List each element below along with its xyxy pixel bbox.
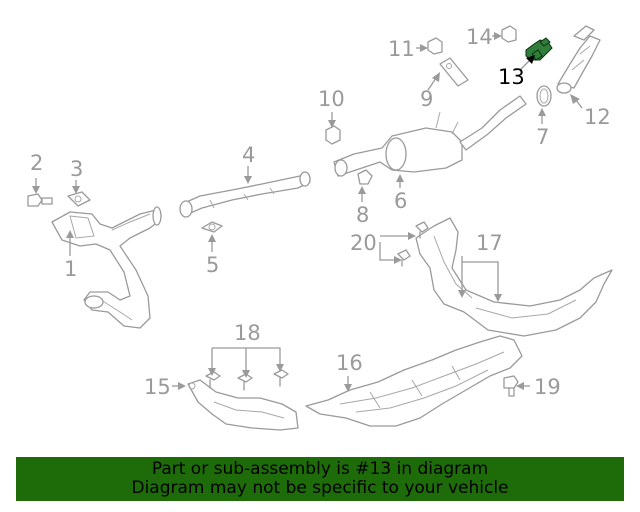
callout-13: 13 [498, 65, 525, 89]
callout-15: 15 [144, 375, 171, 399]
callout-2: 2 [30, 151, 43, 175]
callout-labels: 1 2 3 4 5 6 7 8 9 10 11 12 13 14 15 16 1… [30, 25, 611, 399]
part-17-heat-shield[interactable] [415, 217, 613, 337]
callout-9: 9 [420, 87, 433, 111]
callout-19: 19 [534, 375, 561, 399]
part-20-fasteners[interactable] [397, 221, 429, 267]
callout-8: 8 [356, 203, 369, 227]
banner-line-1: Part or sub-assembly is #13 in diagram [151, 459, 489, 479]
callout-18: 18 [234, 321, 261, 345]
callout-5: 5 [206, 253, 219, 277]
callout-20: 20 [350, 231, 377, 255]
callout-16: 16 [336, 351, 363, 375]
callout-10: 10 [318, 87, 345, 111]
leader-lines [32, 32, 583, 392]
callout-12: 12 [584, 105, 611, 129]
callout-1: 1 [64, 257, 77, 281]
callout-17: 17 [476, 231, 503, 255]
callout-4: 4 [242, 143, 255, 167]
part-12-pipe[interactable] [556, 25, 601, 94]
part-3-gasket[interactable] [67, 191, 91, 207]
callout-7: 7 [536, 125, 549, 149]
part-15-heat-shield[interactable] [187, 379, 299, 431]
part-19-bolt[interactable] [503, 375, 519, 397]
callout-3: 3 [70, 157, 83, 181]
banner-line-2: Diagram may not be specific to your vehi… [131, 478, 509, 498]
callout-6: 6 [394, 189, 407, 213]
part-10-isolator[interactable] [325, 125, 341, 145]
part-16-underbody-shield[interactable] [305, 335, 523, 427]
part-1-catalytic-converter[interactable] [51, 206, 162, 329]
callout-14: 14 [466, 25, 493, 49]
info-banner: Part or sub-assembly is #13 in diagram D… [16, 457, 624, 501]
part-7-clamp[interactable] [536, 85, 552, 107]
part-9-bracket[interactable] [439, 57, 469, 87]
part-11-isolator[interactable] [427, 37, 443, 55]
part-6-muffler[interactable] [333, 95, 527, 177]
part-14-nut[interactable] [501, 25, 517, 43]
part-18-fasteners[interactable] [205, 369, 289, 391]
part-2-bolt[interactable] [27, 193, 53, 207]
callout-11: 11 [388, 37, 415, 61]
part-8-nut[interactable] [357, 169, 373, 185]
part-5-gasket[interactable] [201, 221, 223, 233]
part-4-intermediate-pipe[interactable] [179, 171, 311, 218]
